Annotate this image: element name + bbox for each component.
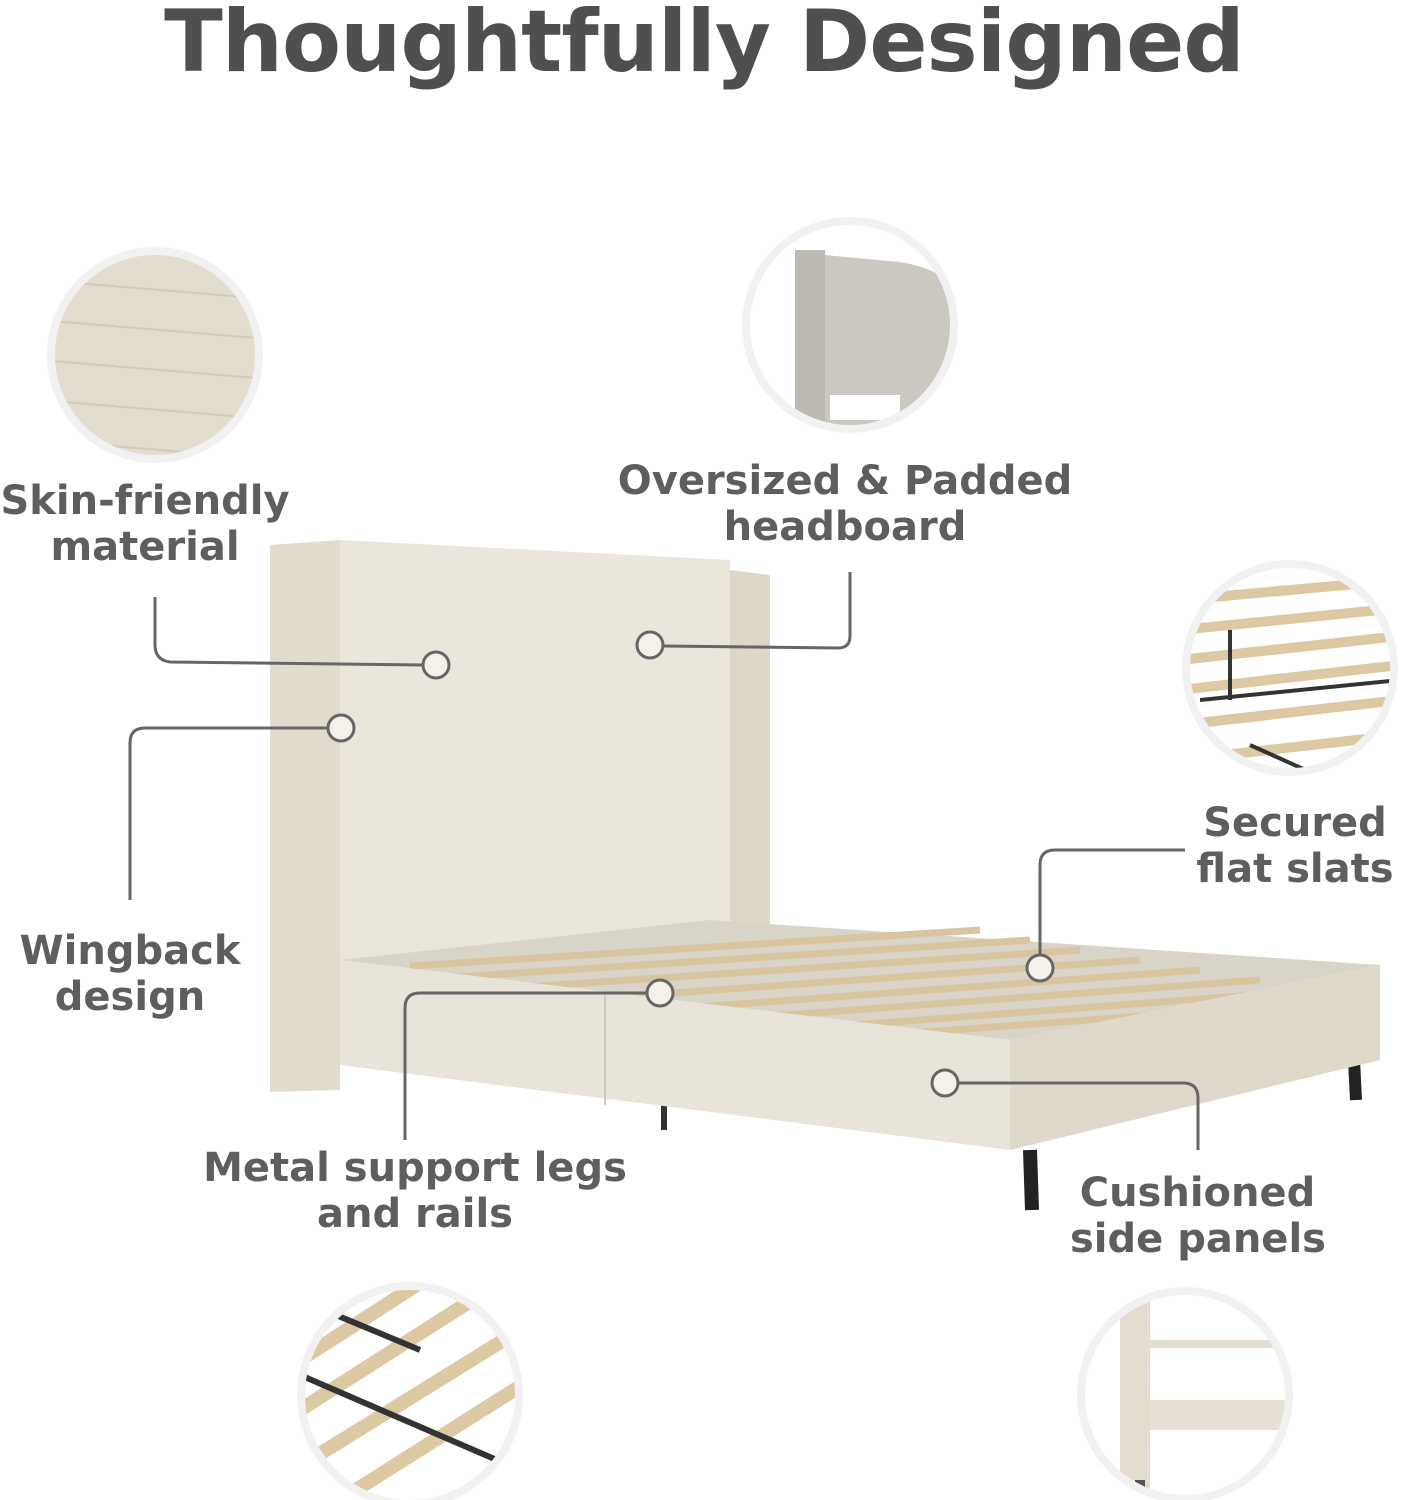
feature-skin-friendly: Skin-friendly material <box>0 478 290 570</box>
feature-line: design <box>54 974 206 1020</box>
headboard-detail-circle <box>742 217 958 433</box>
feature-line: Oversized & Padded <box>617 458 1073 504</box>
feature-line: Secured <box>1203 800 1387 846</box>
slats-detail-circle <box>1182 560 1398 776</box>
feature-headboard: Oversized & Padded headboard <box>615 458 1075 550</box>
feature-line: headboard <box>723 504 967 550</box>
feature-line: Metal support legs <box>203 1145 627 1191</box>
feature-line: Wingback <box>19 928 241 974</box>
fabric-detail-circle <box>47 247 263 463</box>
feature-line: side panels <box>1070 1216 1326 1262</box>
feature-wingback: Wingback design <box>10 928 250 1020</box>
bed-illustration <box>270 540 1380 1211</box>
page-title: Thoughtfully Designed <box>164 0 1245 92</box>
feature-line: Skin-friendly <box>0 478 290 524</box>
feature-secured-slats: Secured flat slats <box>1190 800 1400 892</box>
feature-line: and rails <box>317 1191 513 1237</box>
feature-metal-support: Metal support legs and rails <box>200 1145 630 1237</box>
feature-line: flat slats <box>1196 846 1394 892</box>
metal-rails-detail-circle <box>297 1282 523 1500</box>
feature-cushioned-panels: Cushioned side panels <box>1070 1170 1326 1262</box>
feature-line: material <box>50 524 240 570</box>
side-panel-detail-circle <box>1077 1287 1293 1500</box>
callout-lines <box>128 572 1200 1150</box>
feature-line: Cushioned <box>1079 1170 1316 1216</box>
